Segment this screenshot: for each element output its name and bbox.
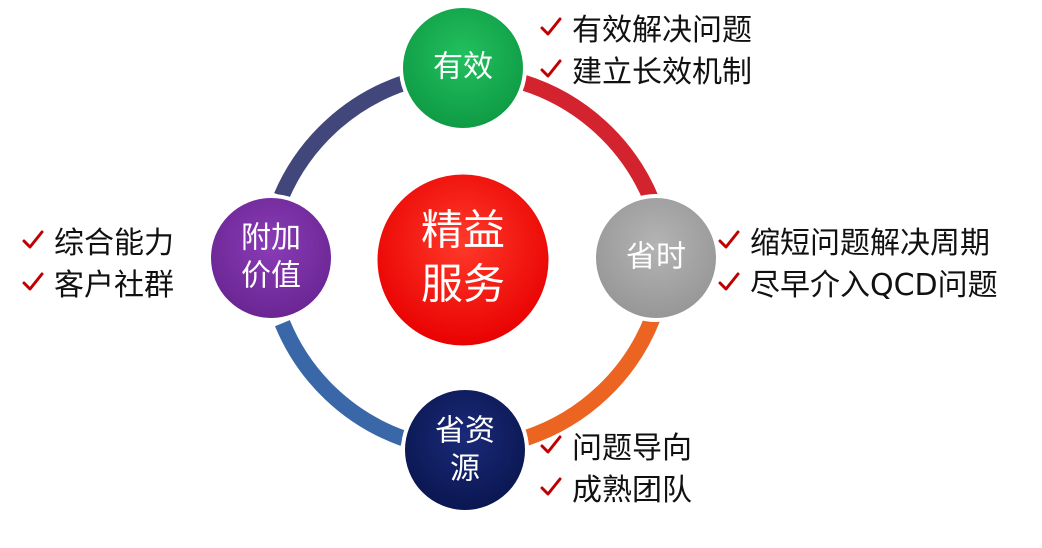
- node-top-label: 有效: [433, 50, 493, 85]
- bullet-text: 综合能力: [54, 226, 174, 261]
- bullet-text: 建立长效机制: [572, 55, 752, 90]
- bullet-item: 综合能力: [22, 219, 174, 261]
- bullet-item: 客户社群: [22, 261, 174, 303]
- node-left-label-line2: 价值: [241, 259, 301, 294]
- check-mark-icon: [540, 16, 562, 38]
- node-bottom-label-line2: 源: [450, 452, 480, 487]
- node-right-label: 省时: [626, 240, 686, 275]
- bullet-list-top: 有效解决问题 建立长效机制: [540, 6, 752, 90]
- check-mark-icon: [540, 476, 562, 498]
- check-mark-icon: [718, 271, 740, 293]
- bullet-list-right: 缩短问题解决周期 尽早介入QCD问题: [718, 219, 998, 303]
- bullet-text: 有效解决问题: [572, 13, 752, 48]
- node-bottom: 省资 源: [401, 386, 529, 514]
- node-bottom-label-line1: 省资: [435, 414, 495, 449]
- check-mark-icon: [718, 229, 740, 251]
- node-left-label-line1: 附加: [241, 221, 301, 256]
- arc-top-right: [520, 74, 659, 204]
- bullet-item: 尽早介入QCD问题: [718, 261, 998, 303]
- check-mark-icon: [540, 434, 562, 456]
- check-mark-icon: [540, 58, 562, 80]
- bullet-text: 客户社群: [54, 268, 174, 303]
- bullet-text: 问题导向: [572, 431, 692, 466]
- bullet-item: 有效解决问题: [540, 6, 752, 48]
- arc-bottom-left: [275, 320, 406, 446]
- bullet-item: 成熟团队: [540, 466, 692, 508]
- center-label-line1: 精益: [421, 206, 505, 255]
- node-right: 省时: [592, 194, 720, 322]
- center-node: 精益 服务: [372, 169, 554, 351]
- bullet-text: 尽早介入QCD问题: [750, 268, 998, 303]
- check-mark-icon: [22, 229, 44, 251]
- bullet-text: 缩短问题解决周期: [750, 226, 990, 261]
- bullet-list-left: 综合能力 客户社群: [22, 219, 174, 303]
- bullet-item: 建立长效机制: [540, 48, 752, 90]
- node-top: 有效: [399, 4, 527, 132]
- bullet-list-bottom: 问题导向 成熟团队: [540, 424, 692, 508]
- arc-bottom-right: [523, 315, 660, 446]
- bullet-item: 问题导向: [540, 424, 692, 466]
- node-left: 附加 价值: [207, 194, 335, 322]
- center-label-line2: 服务: [421, 260, 505, 309]
- bullet-text: 成熟团队: [572, 473, 692, 508]
- arc-top-left: [274, 75, 408, 200]
- check-mark-icon: [22, 271, 44, 293]
- bullet-item: 缩短问题解决周期: [718, 219, 998, 261]
